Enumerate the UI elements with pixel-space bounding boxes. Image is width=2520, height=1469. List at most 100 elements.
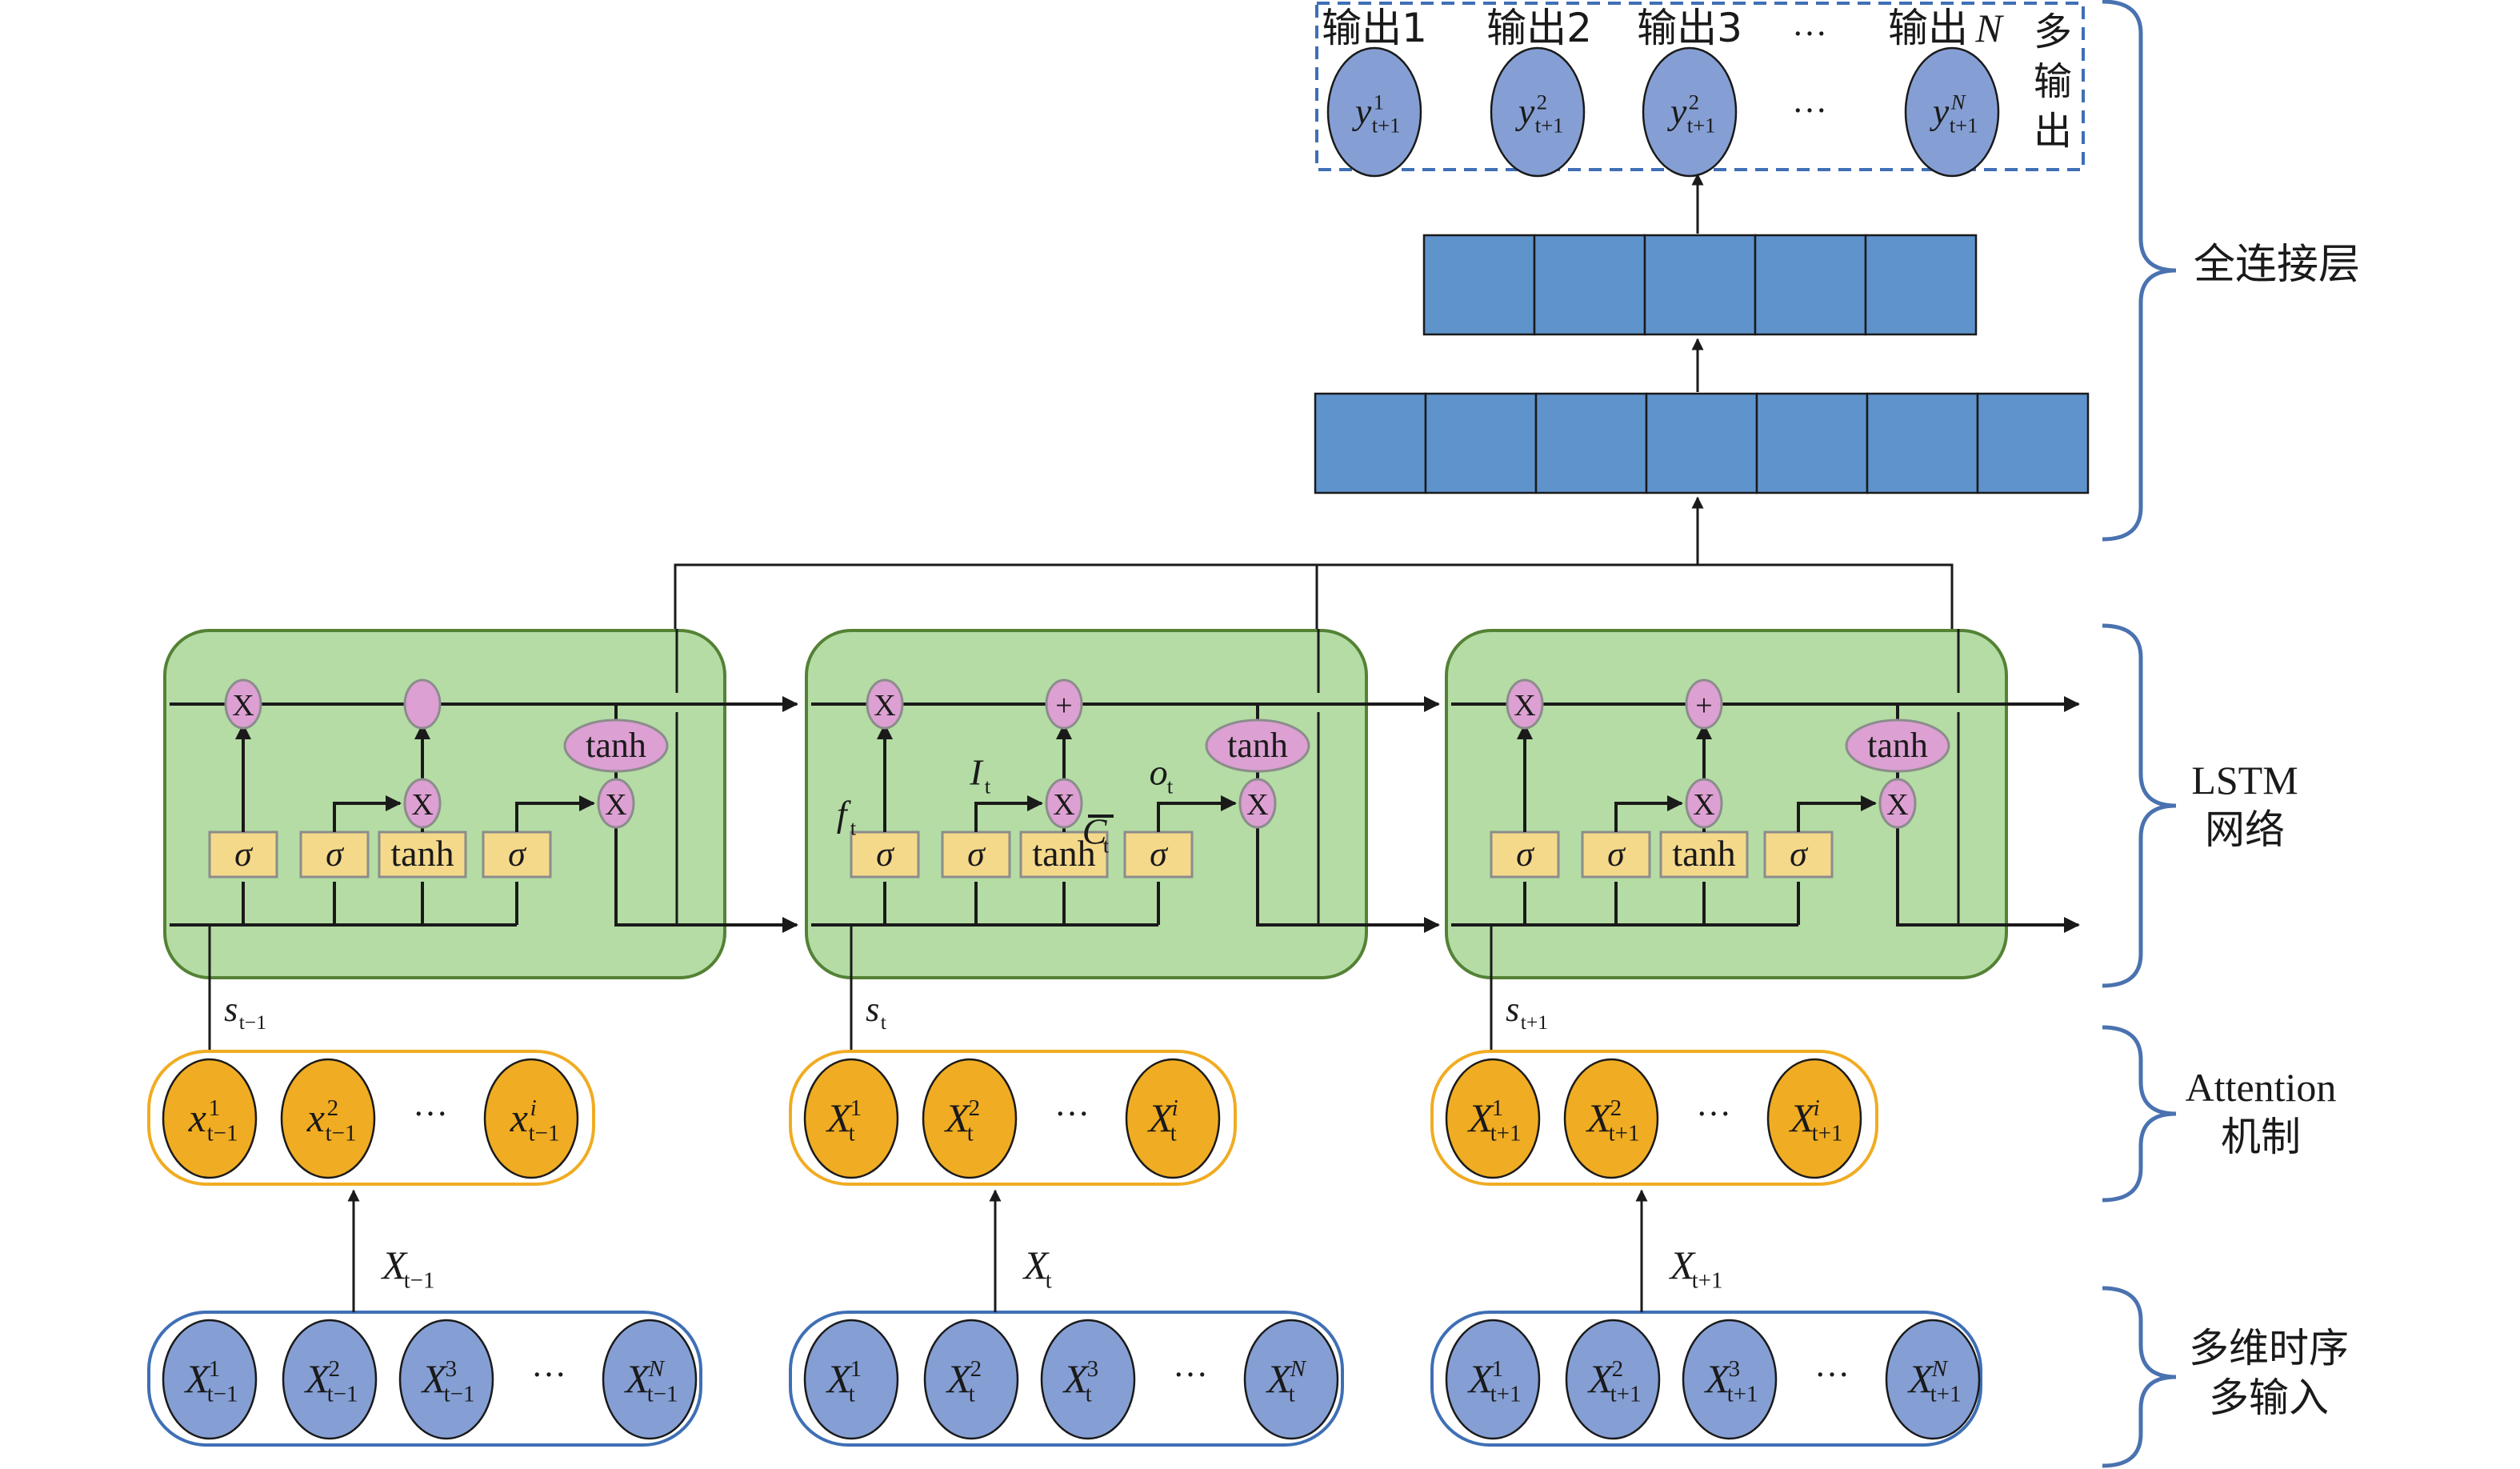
- dense-unit: [1424, 392, 1538, 494]
- input-node-symbol: X2t−1: [304, 1356, 358, 1407]
- input-node-symbol: X3t+1: [1704, 1356, 1758, 1407]
- dense-unit: [1976, 392, 2090, 494]
- brace-inputs: [2102, 1286, 2177, 1468]
- symbol-base: X: [1789, 1095, 1817, 1140]
- symbol-subscript: t: [1086, 1382, 1092, 1407]
- input-node: XNt: [1243, 1319, 1339, 1440]
- symbol-base: X: [1669, 1243, 1697, 1287]
- symbol-base: X: [421, 1356, 449, 1401]
- attention-node-symbol: X2t+1: [1586, 1095, 1640, 1147]
- input-gate-arrow: [333, 795, 402, 832]
- input-node: X3t−1: [398, 1319, 494, 1440]
- hidden-output-arrow: [1896, 821, 2080, 933]
- tanh-gate-label: tanh: [1672, 833, 1735, 874]
- sigma-gate-label: σ: [876, 835, 895, 874]
- symbol-base: y: [1667, 91, 1687, 132]
- label-fully-connected-layer: 全连接层: [2194, 241, 2360, 289]
- input-node-symbol: X3t−1: [421, 1356, 475, 1407]
- attention-node: Xit: [1125, 1058, 1221, 1179]
- input-node: X3t: [1040, 1319, 1136, 1440]
- input-node-symbol: X2t+1: [1587, 1356, 1642, 1407]
- symbol-base: X: [381, 1243, 409, 1287]
- symbol-subscript: t: [967, 1121, 974, 1147]
- brace-lstm: [2102, 623, 2177, 988]
- symbol-superscript: 2: [1689, 90, 1699, 114]
- output-label-var: N: [1974, 6, 2004, 50]
- gate-box: [1763, 831, 1834, 879]
- lstm-cell-body: [163, 629, 726, 979]
- tanh-op: [563, 718, 669, 773]
- candidate-annotation: Ct: [1082, 811, 1110, 858]
- attention-node-symbol: Xit+1: [1789, 1095, 1843, 1147]
- symbol-subscript: t+1: [1727, 1382, 1758, 1407]
- symbol-base: X: [1467, 1356, 1495, 1401]
- input-multiply-op-symbol: X: [1693, 788, 1714, 822]
- symbol-subscript: t−1: [647, 1382, 678, 1407]
- symbol-subscript: t: [1103, 833, 1110, 857]
- output-node-circle: [1642, 46, 1738, 178]
- label-attention-mechanism: 机制: [2221, 1114, 2301, 1160]
- symbol-subscript: t+1: [1950, 113, 1978, 137]
- input-node-circle: [602, 1319, 698, 1440]
- cell-add-op: [403, 678, 442, 730]
- output-label-3: 输出3: [1637, 5, 1742, 51]
- gate-box: [941, 831, 1011, 879]
- input-node-circle: [803, 1319, 899, 1440]
- sigma-gate-label: σ: [1607, 835, 1626, 874]
- dense-unit: [1314, 392, 1427, 494]
- input-node: X1t+1: [1445, 1319, 1541, 1440]
- symbol-superscript: 2: [327, 1095, 339, 1121]
- dense-unit: [1643, 234, 1757, 336]
- input-node-symbol: X1t−1: [184, 1356, 238, 1407]
- symbol-base: X: [826, 1095, 854, 1140]
- tanh-op-label: tanh: [1867, 726, 1928, 765]
- output-node-circle: [1490, 46, 1586, 178]
- symbol-base: X: [1062, 1356, 1090, 1401]
- output-multiply-op-symbol: X: [605, 788, 626, 822]
- symbol-subscript: t+1: [1490, 1382, 1522, 1407]
- symbol-superscript: 1: [209, 1095, 221, 1121]
- attention-node-circle: [162, 1058, 258, 1179]
- input-arrow-label: Xt−1: [381, 1243, 435, 1294]
- forget-multiply-op: [1506, 678, 1544, 730]
- output-node-ellipsis: …: [1792, 81, 1827, 120]
- output-multiply-op: [1238, 778, 1277, 829]
- input-node-circle: [1565, 1319, 1661, 1440]
- symbol-subscript: t−1: [207, 1382, 238, 1407]
- symbol-superscript: 2: [969, 1095, 981, 1121]
- sigma-gate-label: σ: [508, 835, 527, 874]
- output-side-label-char: 输: [2034, 59, 2072, 104]
- symbol-subscript: t−1: [529, 1121, 560, 1147]
- symbol-superscript: 2: [970, 1356, 982, 1382]
- symbol-base: s: [1506, 990, 1519, 1029]
- brace-attention: [2102, 1025, 2177, 1203]
- input-node-circle: [923, 1319, 1019, 1440]
- hidden-output-arrow: [614, 821, 798, 933]
- symbol-subscript: t+1: [1610, 1382, 1642, 1407]
- symbol-superscript: 2: [1537, 90, 1547, 114]
- attention-node-circle: [1445, 1058, 1541, 1179]
- dense-layer-1: [1314, 392, 2090, 494]
- output-label-prefix: 输出: [1888, 5, 1968, 51]
- attention-ellipsis: …: [1696, 1084, 1731, 1123]
- input-node: X2t: [923, 1319, 1019, 1440]
- symbol-superscript: 1: [209, 1356, 221, 1382]
- dense-unit: [1422, 234, 1536, 336]
- attention-node-symbol: Xit: [1147, 1095, 1178, 1147]
- attention-node-symbol: X1t: [826, 1095, 862, 1147]
- input-gate-arrow: [1614, 795, 1683, 832]
- attention-node-circle: [1125, 1058, 1221, 1179]
- label-lstm-network: 网络: [2205, 807, 2285, 853]
- hidden-output-arrow: [1256, 821, 1440, 933]
